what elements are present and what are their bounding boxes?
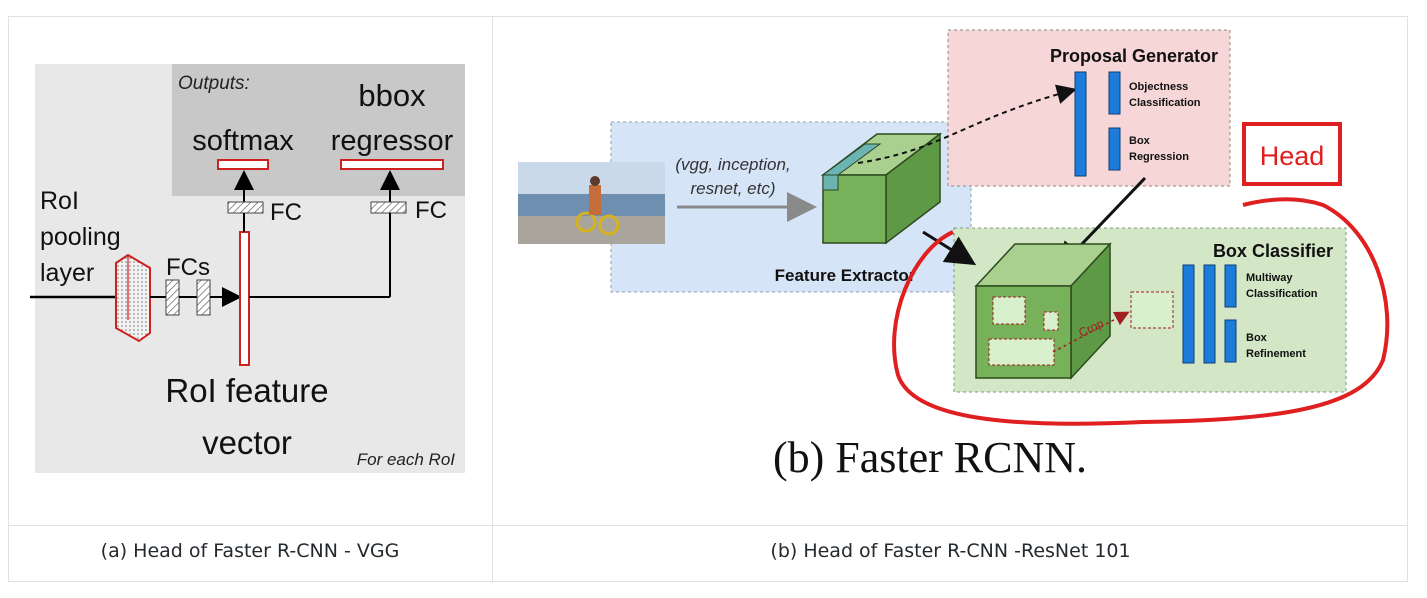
proposal-generator-panel xyxy=(947,29,1231,187)
resnet-head-diagram: (vgg, inception, resnet, etc) Feature Ex… xyxy=(518,29,1390,482)
refinement-bar xyxy=(1224,319,1237,363)
vgg-head-diagram: Outputs: bbox softmax regressor FC FC Ro… xyxy=(30,64,465,473)
roi-feature-vector-bar xyxy=(239,231,250,366)
box-regression-label-line1: Box xyxy=(1129,135,1151,147)
fc-block-1 xyxy=(165,279,180,316)
multiway-label-line2: Classification xyxy=(1246,288,1318,300)
multiway-label-line1: Multiway xyxy=(1246,272,1293,284)
figure-table xyxy=(8,16,1408,582)
objectness-label-line1: Objectness xyxy=(1129,81,1188,93)
box-classifier-cube xyxy=(974,242,1112,380)
feature-extractor-label: Feature Extractor xyxy=(775,266,916,285)
roi-feature-label-line2: vector xyxy=(202,424,292,461)
input-image xyxy=(518,162,665,244)
roi-pooling-block xyxy=(115,253,151,343)
roi-label-line1: RoI xyxy=(40,187,79,215)
roi-label-line3: layer xyxy=(40,259,94,287)
box-regression-label-line2: Regression xyxy=(1129,151,1189,163)
regressor-label: regressor xyxy=(331,125,454,157)
refinement-label-line1: Box xyxy=(1246,332,1268,344)
objectness-label-line2: Classification xyxy=(1129,97,1201,109)
row-divider xyxy=(8,525,1408,526)
outputs-label: Outputs: xyxy=(178,73,250,94)
head-label: Head xyxy=(1260,141,1325,171)
backbones-label-line2: resnet, etc) xyxy=(690,179,775,198)
caption-vgg: (a) Head of Faster R-CNN - VGG xyxy=(100,540,400,562)
cropped-region xyxy=(1130,291,1174,329)
softmax-label: softmax xyxy=(192,125,294,157)
fc-block-2 xyxy=(196,279,211,316)
classifier-bar-1 xyxy=(1182,264,1195,364)
for-each-roi-label: For each RoI xyxy=(357,450,456,469)
head-label-box xyxy=(1242,122,1342,186)
box-regression-bar xyxy=(1108,127,1121,171)
fc-layer-softmax xyxy=(227,201,264,214)
refinement-label-line2: Refinement xyxy=(1246,348,1306,360)
outputs-region xyxy=(172,64,465,196)
backbones-label-line1: (vgg, inception, xyxy=(675,155,790,174)
fc-label-2: FC xyxy=(415,197,447,224)
figure-caption-b: (b) Faster RCNN. xyxy=(773,433,1087,482)
classifier-bar-2 xyxy=(1203,264,1216,364)
bbox-label: bbox xyxy=(358,78,426,113)
softmax-output-bar xyxy=(217,159,269,170)
roi-label-line2: pooling xyxy=(40,223,121,251)
roi-feature-label-line1: RoI feature xyxy=(165,372,328,409)
bbox-output-bar xyxy=(340,159,444,170)
fcs-label: FCs xyxy=(166,254,210,281)
fc-layer-bbox xyxy=(370,201,407,214)
box-classifier-label: Box Classifier xyxy=(1213,241,1333,261)
caption-resnet: (b) Head of Faster R-CNN -ResNet 101 xyxy=(770,540,1131,562)
proposal-bar-large xyxy=(1074,71,1087,177)
column-divider xyxy=(492,16,493,582)
fc-label-1: FC xyxy=(270,199,302,226)
multiway-bar xyxy=(1224,264,1237,308)
objectness-bar xyxy=(1108,71,1121,115)
feature-extractor-cube xyxy=(820,132,943,245)
head-annotation-loop xyxy=(892,197,1390,426)
proposal-generator-label: Proposal Generator xyxy=(1050,46,1218,66)
